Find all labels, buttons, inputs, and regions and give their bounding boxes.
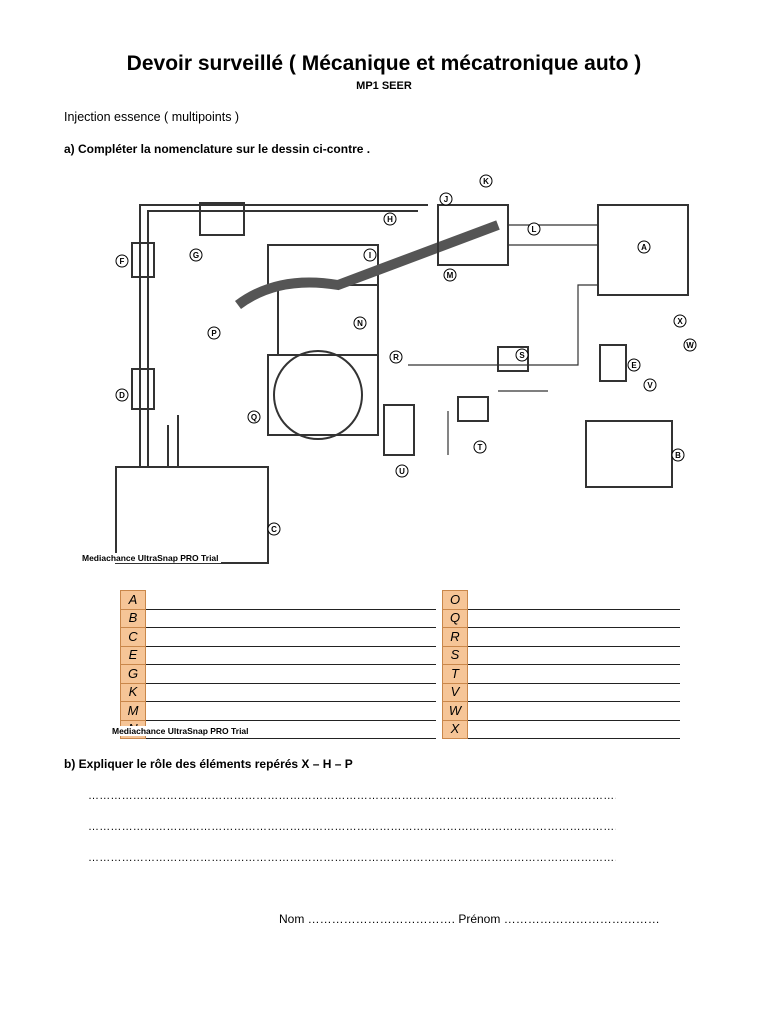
marker-j: J <box>439 192 453 206</box>
topic-label: Injection essence ( multipoints ) <box>64 110 240 124</box>
marker-c: C <box>267 522 281 536</box>
svg-text:P: P <box>211 329 217 338</box>
marker-e: E <box>627 358 641 372</box>
answer-line[interactable] <box>145 664 436 684</box>
nomenclature-table-left: A B C E G K M N <box>120 590 436 739</box>
answer-line[interactable] <box>145 701 436 721</box>
marker-q: Q <box>247 410 261 424</box>
svg-text:M: M <box>447 271 454 280</box>
table-row: E <box>120 645 436 665</box>
question-a: a) Compléter la nomenclature sur le dess… <box>64 142 371 156</box>
question-b: b) Expliquer le rôle des éléments repéré… <box>64 757 353 771</box>
ecu <box>597 204 689 296</box>
svg-text:G: G <box>193 251 199 260</box>
throttle-body <box>437 204 509 266</box>
page-title: Devoir surveillé ( Mécanique et mécatron… <box>126 52 642 75</box>
marker-l: L <box>527 222 541 236</box>
table-row: C <box>120 627 436 647</box>
svg-text:C: C <box>271 525 277 534</box>
marker-g: G <box>189 248 203 262</box>
table-row: X <box>442 719 680 739</box>
name-field[interactable]: Nom ………………………………. Prénom ………………………………… <box>279 912 660 926</box>
marker-x: X <box>673 314 687 328</box>
table-row: A <box>120 590 436 610</box>
svg-text:F: F <box>120 257 125 266</box>
answer-dotted-line[interactable]: …………………………………………………………………………………………………………… <box>88 821 616 833</box>
marker-f: F <box>115 254 129 268</box>
svg-text:V: V <box>647 381 653 390</box>
answer-line[interactable] <box>145 590 436 610</box>
watermark: Mediachance UltraSnap PRO Trial <box>110 726 251 736</box>
marker-i: I <box>363 248 377 262</box>
marker-r: R <box>389 350 403 364</box>
svg-text:N: N <box>357 319 363 328</box>
answer-dotted-line[interactable]: …………………………………………………………………………………………………………… <box>88 790 616 802</box>
marker-s: S <box>515 348 529 362</box>
table-row: V <box>442 682 680 702</box>
svg-text:L: L <box>532 225 537 234</box>
svg-text:K: K <box>483 177 489 186</box>
marker-b: B <box>671 448 685 462</box>
marker-a: A <box>637 240 651 254</box>
marker-t: T <box>473 440 487 454</box>
svg-text:H: H <box>387 215 393 224</box>
answer-line[interactable] <box>145 627 436 647</box>
answer-line[interactable] <box>145 646 436 665</box>
battery <box>585 420 673 488</box>
svg-text:D: D <box>119 391 125 400</box>
table-row: T <box>442 664 680 684</box>
answer-line[interactable] <box>467 720 680 739</box>
answer-line[interactable] <box>467 609 680 628</box>
marker-m: M <box>443 268 457 282</box>
answer-line[interactable] <box>467 646 680 665</box>
marker-p: P <box>207 326 221 340</box>
table-row: S <box>442 645 680 665</box>
marker-h: H <box>383 212 397 226</box>
svg-text:S: S <box>519 351 525 360</box>
table-row: R <box>442 627 680 647</box>
fuel-tank <box>115 466 269 564</box>
answer-line[interactable] <box>467 701 680 721</box>
svg-text:W: W <box>686 341 694 350</box>
svg-text:Q: Q <box>251 413 257 422</box>
marker-k: K <box>479 174 493 188</box>
injection-diagram: A B C D E F G H I J K L M N P Q R S T U … <box>115 174 697 564</box>
watermark: Mediachance UltraSnap PRO Trial <box>80 553 221 563</box>
svg-text:E: E <box>631 361 637 370</box>
table-row: G <box>120 664 436 684</box>
svg-text:U: U <box>399 467 405 476</box>
svg-text:B: B <box>675 451 681 460</box>
answer-line[interactable] <box>467 683 680 702</box>
crankshaft <box>273 350 363 440</box>
page-subtitle: MP1 SEER <box>356 80 412 92</box>
answer-line[interactable] <box>467 664 680 684</box>
table-row: W <box>442 701 680 721</box>
answer-line[interactable] <box>145 609 436 628</box>
marker-u: U <box>395 464 409 478</box>
svg-text:R: R <box>393 353 399 362</box>
answer-line[interactable] <box>467 590 680 610</box>
table-row: O <box>442 590 680 610</box>
marker-w: W <box>683 338 697 352</box>
table-row: M <box>120 701 436 721</box>
table-row: Q <box>442 608 680 628</box>
table-row: B <box>120 608 436 628</box>
answer-line[interactable] <box>145 683 436 702</box>
marker-n: N <box>353 316 367 330</box>
svg-text:J: J <box>444 195 448 204</box>
answer-line[interactable] <box>467 627 680 647</box>
table-row: K <box>120 682 436 702</box>
marker-d: D <box>115 388 129 402</box>
answer-dotted-line[interactable]: …………………………………………………………………………………………………………… <box>88 852 616 864</box>
svg-text:X: X <box>677 317 683 326</box>
marker-v: V <box>643 378 657 392</box>
svg-text:A: A <box>641 243 647 252</box>
nomenclature-table-right: O Q R S T V W X <box>442 590 680 739</box>
svg-text:I: I <box>369 251 371 260</box>
svg-text:T: T <box>478 443 483 452</box>
